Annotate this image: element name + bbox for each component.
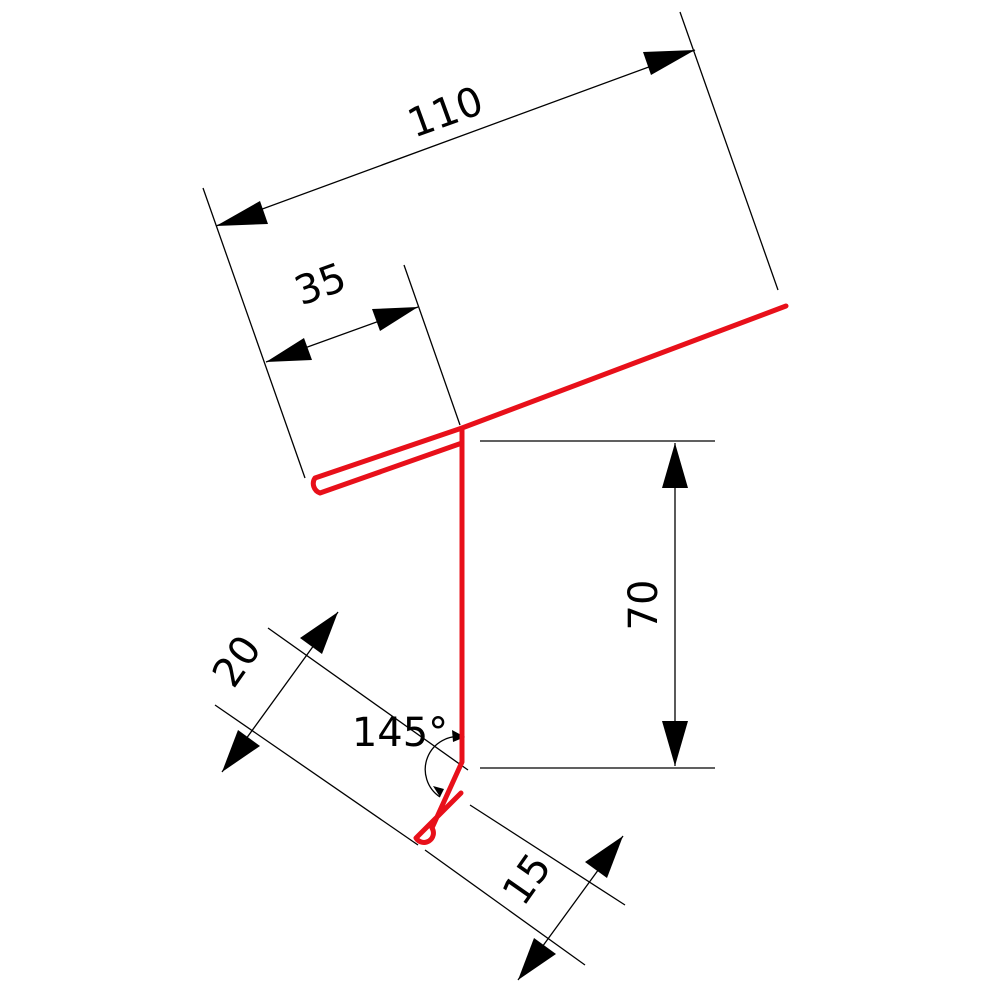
dimension-110: 110 (202, 11, 779, 479)
extension-line-110-right (679, 11, 779, 291)
dimension-line-110 (215, 49, 696, 227)
extension-line-110-left (202, 187, 306, 479)
dimension-label-35: 35 (289, 254, 353, 315)
dimension-70: 70 (480, 440, 715, 769)
dimension-label-20: 20 (204, 628, 271, 696)
dimension-label-70: 70 (621, 580, 667, 631)
flashing-profile (413, 303, 789, 845)
arrowhead-20-upper (300, 612, 338, 654)
arrowhead-20-lower (222, 730, 260, 772)
extension-line-35 (403, 264, 461, 426)
angle-arc (424, 735, 465, 798)
top-hem (310, 425, 465, 496)
arrowhead-15-lower (518, 938, 556, 980)
dimension-label-110: 110 (402, 78, 489, 147)
arrowhead-110-left (216, 201, 268, 226)
dimension-35: 35 (265, 254, 461, 426)
angle-arrowhead-upper (452, 730, 465, 742)
extension-line-15-upper (469, 804, 626, 906)
extension-line-20-lower (214, 704, 419, 846)
arrowhead-15-upper (585, 836, 623, 878)
arrowhead-70-bottom (662, 721, 688, 766)
angle-arrowhead-lower (433, 786, 444, 797)
angle-145: 145° (352, 710, 465, 798)
arrowhead-35-left (266, 338, 312, 362)
arrowhead-35-right (372, 307, 418, 331)
dimension-15: 15 (424, 804, 626, 981)
arrowhead-110-right (643, 50, 695, 75)
arrowhead-70-top (662, 443, 688, 488)
dimension-label-15: 15 (494, 846, 561, 914)
extension-line-15-lower (424, 849, 586, 966)
angle-label: 145° (352, 710, 448, 756)
